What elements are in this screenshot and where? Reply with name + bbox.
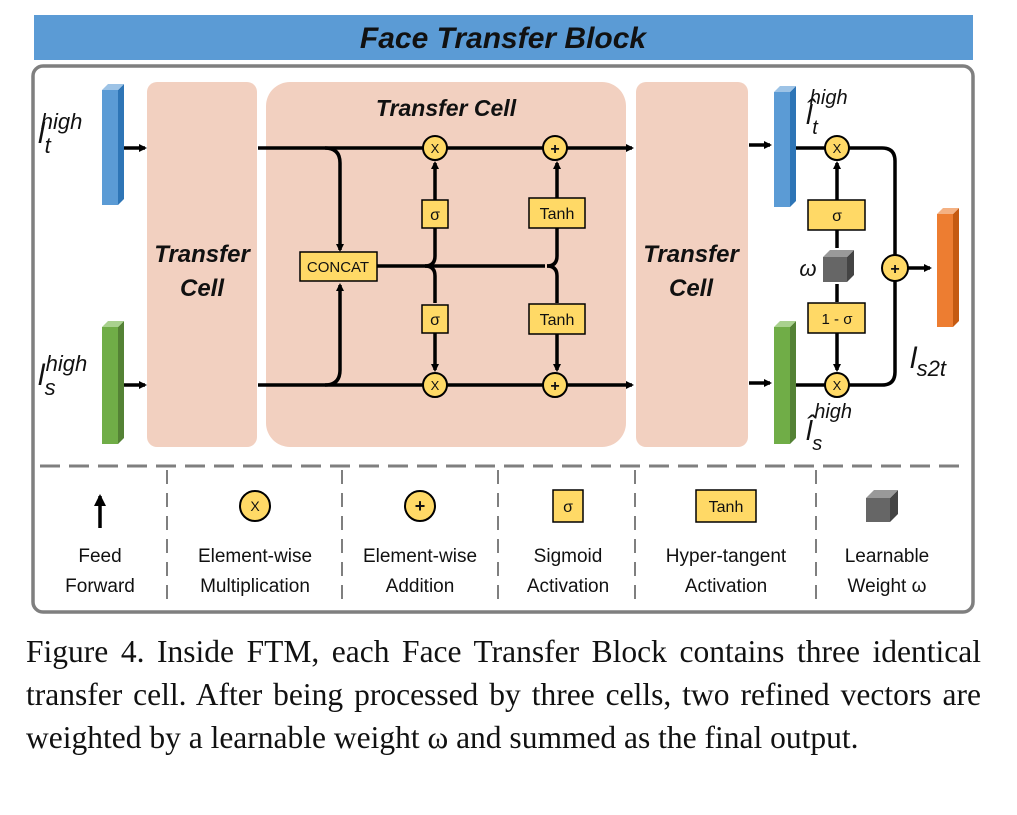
sigma-box-right [807, 199, 866, 231]
svg-text:X: X [431, 141, 440, 156]
mult-op-bottom: X [422, 372, 448, 398]
sigmoid-symbol-icon [552, 489, 584, 523]
svg-text:Element-wise: Element-wise [198, 546, 312, 567]
tanh-box-top [528, 197, 586, 229]
ls-hat-label: l̂shigh [806, 401, 852, 455]
svg-text:X: X [833, 141, 842, 156]
svg-text:σ: σ [563, 499, 573, 516]
figure-caption: Figure 4. Inside FTM, each Face Transfer… [26, 630, 981, 759]
svg-text:+: + [890, 261, 899, 278]
block-frame [31, 64, 975, 614]
lt-input-vector [102, 84, 124, 205]
center-cell-title: Transfer Cell [376, 95, 517, 121]
ls-input-vector [102, 321, 124, 444]
svg-text:Activation: Activation [527, 576, 609, 597]
left-cell-label-2: Cell [180, 275, 225, 302]
learnable-weight-cube [823, 250, 854, 282]
ls2t-output-vector [937, 208, 959, 327]
transfer-cell-wiring [258, 144, 634, 389]
tanh-label-top: Tanh [540, 206, 575, 223]
add-op-bottom: + [542, 372, 568, 398]
add-op-top: + [542, 135, 568, 161]
mult-symbol-icon [239, 490, 271, 522]
ls-high-label: lshigh [38, 351, 87, 400]
svg-text:Addition: Addition [386, 576, 455, 597]
right-cell-label-2: Cell [669, 275, 714, 302]
legend-multiplication: X Element-wise Multiplication [198, 490, 312, 597]
mult-op-right-top: X [824, 135, 850, 161]
svg-text:+: + [550, 378, 559, 395]
sigma-box-bottom [421, 304, 449, 334]
one-minus-sigma-box [807, 302, 866, 334]
svg-text:Forward: Forward [65, 576, 135, 597]
concat-box [299, 251, 378, 282]
lt-hat-label: l̂thigh [806, 87, 848, 139]
svg-text:Feed: Feed [78, 546, 121, 567]
lt-high-label: lthigh [38, 109, 82, 158]
svg-text:Tanh: Tanh [709, 499, 744, 516]
legend-tanh: Tanh Hyper-tangent Activation [666, 489, 787, 597]
sigma-label-right: σ [832, 208, 842, 225]
caption-text: Figure 4. Inside FTM, each Face Transfer… [26, 634, 981, 755]
transfer-cell-left [147, 82, 257, 447]
svg-text:+: + [550, 141, 559, 158]
tanh-label-bottom: Tanh [540, 312, 575, 329]
svg-text:X: X [833, 378, 842, 393]
omega-label: ω [799, 256, 816, 281]
title-bar [34, 15, 973, 60]
svg-text:Element-wise: Element-wise [363, 546, 477, 567]
legend-column-dividers [166, 470, 817, 608]
svg-text:Weight ω: Weight ω [848, 576, 927, 597]
sigma-label-top: σ [430, 207, 440, 224]
legend-feed-forward: Feed Forward [65, 494, 135, 597]
tanh-symbol-icon [695, 489, 757, 523]
learnable-weight-cube-icon [866, 490, 898, 522]
mult-op-right-bottom: X [824, 372, 850, 398]
add-op-right: + [881, 254, 909, 282]
weighting-wiring [796, 146, 932, 387]
svg-text:Sigmoid: Sigmoid [534, 546, 603, 567]
legend-learnable-weight: Learnable Weight ω [845, 490, 930, 597]
ls2t-label: ls2t [910, 342, 947, 381]
legend-sigmoid: σ Sigmoid Activation [527, 489, 609, 597]
mult-op-top: X [422, 135, 448, 161]
sigma-label-bottom: σ [430, 312, 440, 329]
add-symbol-icon [404, 490, 436, 522]
tanh-box-bottom [528, 303, 586, 335]
sigma-box-top [421, 199, 449, 229]
legend-addition: + Element-wise Addition [363, 490, 477, 597]
svg-text:X: X [250, 498, 260, 514]
svg-text:Hyper-tangent: Hyper-tangent [666, 546, 787, 567]
svg-text:Learnable: Learnable [845, 546, 930, 567]
right-cell-label-1: Transfer [643, 241, 740, 268]
title-text: Face Transfer Block [360, 22, 648, 55]
svg-text:X: X [431, 378, 440, 393]
svg-text:+: + [415, 496, 426, 516]
face-transfer-block-diagram: Face Transfer Block Transfer Cell Transf… [31, 15, 975, 614]
svg-text:Multiplication: Multiplication [200, 576, 310, 597]
concat-label: CONCAT [307, 259, 369, 276]
one-minus-sigma-label: 1 - σ [822, 311, 854, 328]
svg-text:Activation: Activation [685, 576, 767, 597]
transfer-cell-right [636, 82, 748, 447]
lt-hat-vector [774, 86, 796, 207]
left-cell-label-1: Transfer [154, 241, 251, 268]
ls-hat-vector [774, 321, 796, 444]
